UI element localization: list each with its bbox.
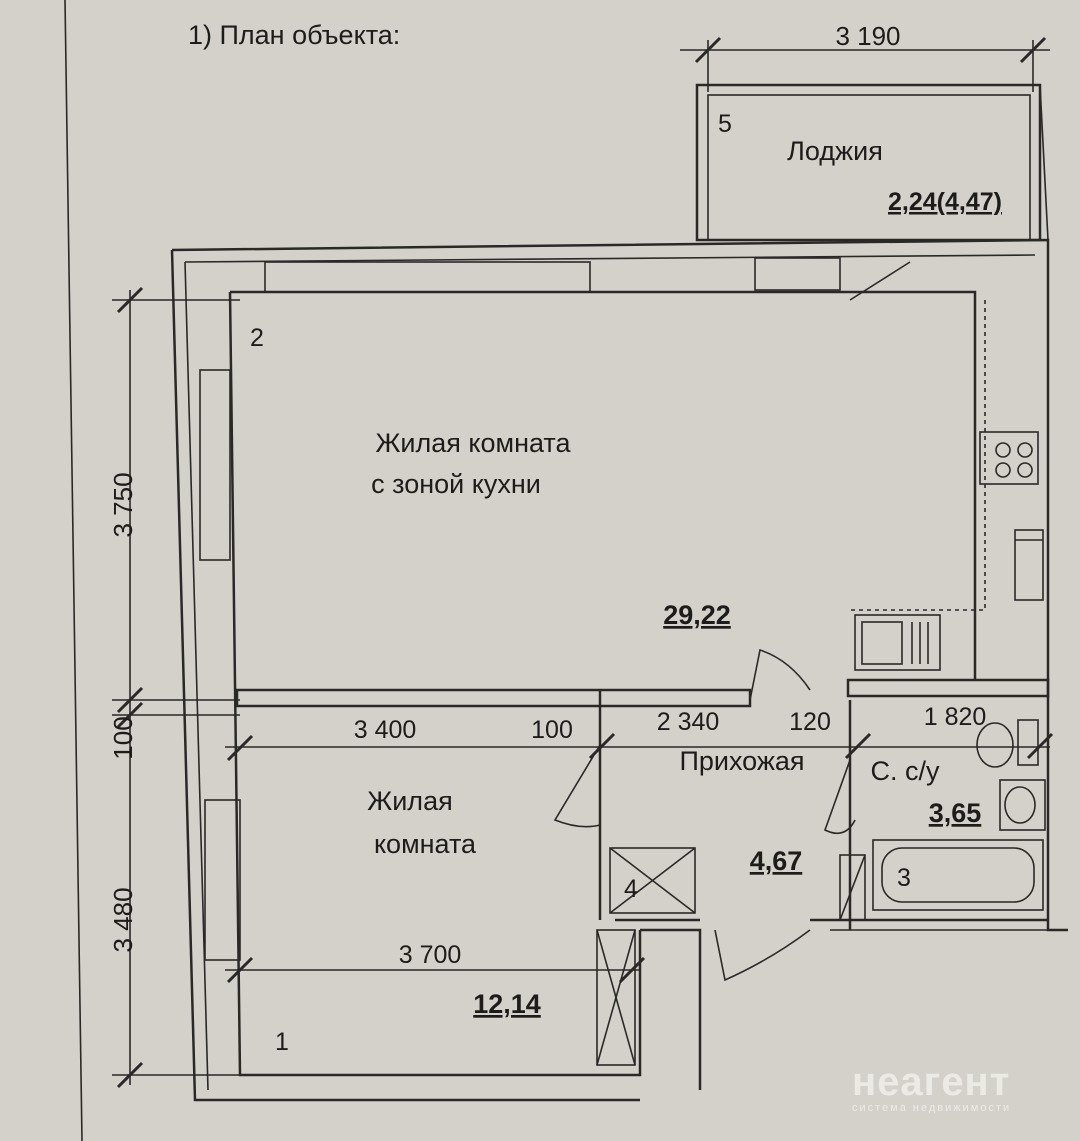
stove-icon (979, 431, 1039, 485)
toilet-icon (976, 719, 1039, 768)
dimension-left: 3 750 100 3 480 (108, 286, 240, 1089)
room-4-number: 4 (624, 875, 638, 903)
svg-text:4,67: 4,67 (750, 846, 803, 876)
svg-text:3 480: 3 480 (108, 887, 138, 952)
washbasin-icon (999, 779, 1046, 831)
svg-text:2,24(4,47): 2,24(4,47) (888, 188, 1002, 216)
svg-text:2: 2 (250, 324, 264, 352)
watermark-tagline: система недвижимости (852, 1102, 1012, 1114)
svg-text:Прихожая: Прихожая (679, 746, 804, 776)
svg-text:Лоджия: Лоджия (787, 136, 883, 166)
svg-text:3,65: 3,65 (929, 798, 982, 828)
room-1-label: Жилая комната 12,14 1 (275, 786, 541, 1056)
hallway-label: Прихожая 4,67 (679, 746, 804, 876)
svg-text:С. с/у: С. с/у (870, 756, 940, 786)
margin-line (64, 0, 83, 1141)
svg-text:100: 100 (531, 716, 573, 744)
bathroom-label: С. с/у 3,65 3 (870, 756, 981, 892)
svg-text:120: 120 (789, 708, 831, 736)
svg-text:1: 1 (275, 1028, 289, 1056)
room-2-label: 2 Жилая комната с зоной кухни 29,22 (250, 324, 731, 630)
svg-text:5: 5 (718, 110, 732, 138)
bathtub-icon (872, 839, 1044, 911)
walls (170, 238, 1068, 1102)
svg-text:комната: комната (374, 829, 477, 859)
watermark-brand: неагент (852, 1060, 1011, 1104)
svg-text:с зоной кухни: с зоной кухни (371, 469, 541, 499)
svg-text:3 750: 3 750 (108, 472, 138, 537)
loggia: 5 Лоджия 2,24(4,47) (695, 83, 1049, 242)
svg-text:3 400: 3 400 (354, 716, 417, 744)
svg-text:29,22: 29,22 (663, 600, 731, 630)
svg-text:Жилая: Жилая (367, 786, 452, 816)
svg-text:3 700: 3 700 (399, 941, 462, 969)
sink-icon (854, 614, 941, 671)
svg-text:12,14: 12,14 (473, 989, 541, 1019)
dimension-loggia-width: 3 190 (680, 21, 1050, 92)
svg-text:2 340: 2 340 (657, 708, 720, 736)
svg-text:1 820: 1 820 (924, 703, 987, 731)
fridge-icon (1014, 529, 1044, 601)
svg-text:100: 100 (108, 716, 138, 759)
interior-dimensions: 3 400 100 2 340 120 1 820 3 700 (225, 703, 1054, 984)
svg-text:3 190: 3 190 (835, 21, 900, 51)
svg-text:Жилая комната: Жилая комната (375, 428, 571, 458)
shaft-icon (596, 847, 866, 1066)
watermark-logo: неагент система недвижимости (852, 1062, 1011, 1114)
svg-text:3: 3 (897, 864, 911, 892)
plan-title: 1) План объекта: (188, 20, 400, 50)
